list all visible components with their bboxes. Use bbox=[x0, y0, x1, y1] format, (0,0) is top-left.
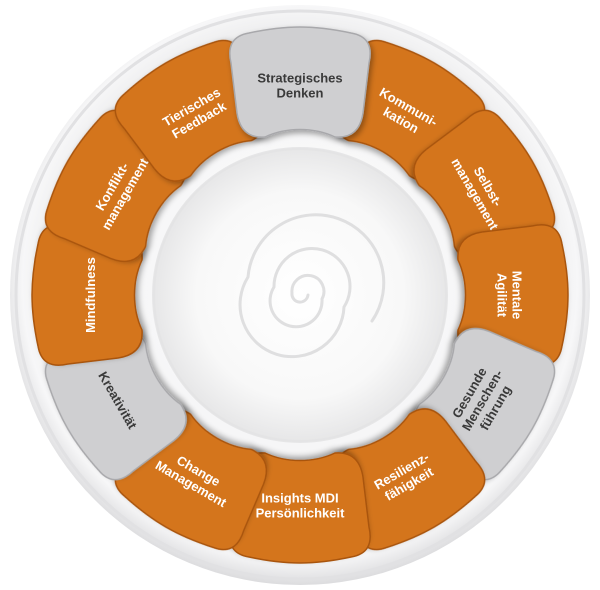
segment-label-line: Strategisches bbox=[257, 71, 342, 86]
segment-shape bbox=[229, 26, 371, 138]
segment-shape bbox=[413, 109, 556, 263]
segment-resilienzfaehigkeit: Resilienz-fähigkeit bbox=[332, 408, 486, 551]
segment-label-line: Persönlichkeit bbox=[256, 506, 346, 521]
segment-label-line: Denken bbox=[277, 86, 324, 101]
segment-shape bbox=[44, 327, 187, 481]
segment-label: Mindfulness bbox=[83, 257, 98, 333]
inner-plate bbox=[152, 147, 448, 443]
segment-kreativitaet: Kreativität bbox=[44, 327, 187, 481]
segment-shape bbox=[114, 39, 268, 182]
outer-plate-rim bbox=[14, 9, 586, 581]
segment-label-line: Mentale bbox=[510, 271, 525, 319]
center-spiral bbox=[238, 213, 386, 359]
segment-label-line: Insights MDI bbox=[261, 491, 338, 506]
segment-label-line: Mindfulness bbox=[83, 257, 98, 333]
segment-label-line: Agilität bbox=[495, 273, 510, 318]
segment-shape bbox=[332, 408, 486, 551]
segment-label: MentaleAgilität bbox=[495, 271, 525, 319]
inner-plate-rim bbox=[153, 148, 447, 442]
segment-ring: Kommuni-kationSelbst-managementMentaleAg… bbox=[31, 26, 569, 564]
segment-tierisches-feedback: TierischesFeedback bbox=[114, 39, 268, 182]
segment-selbstmanagement: Selbst-management bbox=[413, 109, 556, 263]
